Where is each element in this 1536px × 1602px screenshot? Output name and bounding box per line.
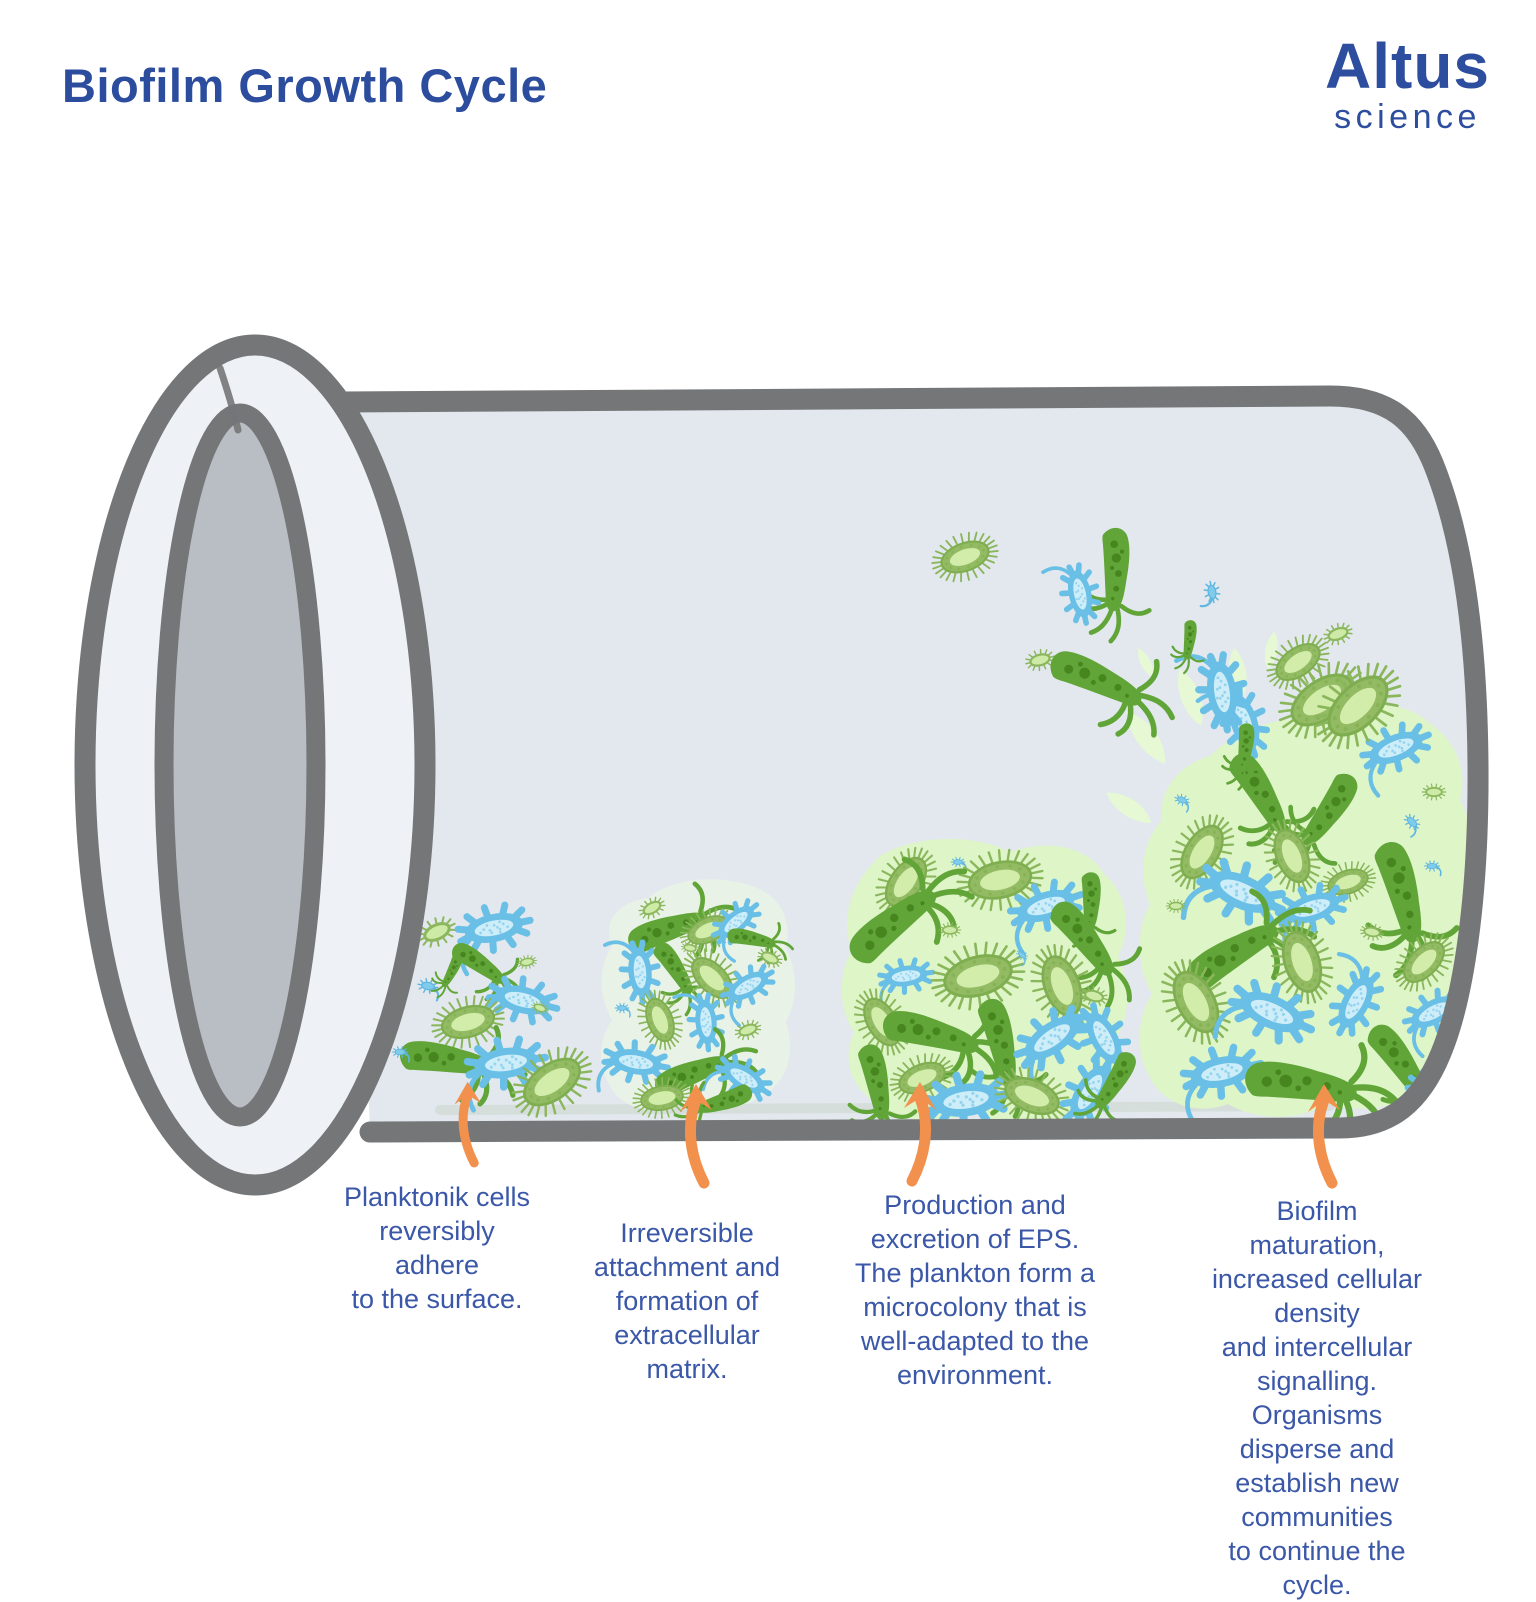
pipe-opening [154,403,326,1127]
stage-1-caption: Planktonik cells reversibly adhere to th… [343,1182,531,1314]
pipe-outline [331,385,1489,1143]
stage-3-caption: Production and excretion of EPS. The pla… [854,1190,1096,1390]
logo-subtext: science [1334,98,1481,136]
biofilm-diagram: { "title": "Biofilm Growth Cycle", "logo… [62,34,1490,1600]
rim-seam [216,364,242,434]
altus-logo: Altus science [1325,34,1490,134]
logo-wordmark: Altus [1325,30,1490,102]
pipe-rim [74,334,436,1196]
stage-2-caption: Irreversible attachment and formation of… [593,1218,781,1384]
page-title: Biofilm Growth Cycle [62,59,548,112]
pipe-illustration [74,334,1489,1196]
pipe-contents [392,522,1478,1132]
stage-4-caption: Biofilm maturation, increased cellular d… [1211,1196,1423,1600]
